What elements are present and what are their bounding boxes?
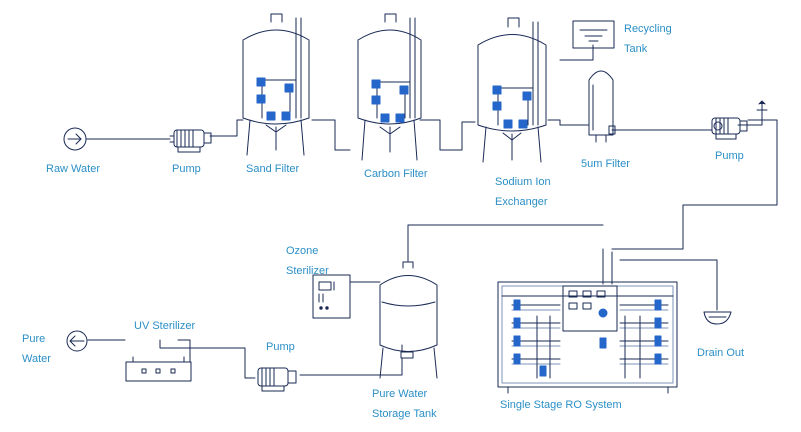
label-pure-water: Pure Water — [22, 333, 51, 365]
label-pure-water-storage-tank: Pure Water Storage Tank — [372, 388, 437, 420]
label-pump-3: Pump — [266, 341, 295, 353]
label-uv-sterilizer: UV Sterilizer — [134, 320, 196, 332]
label-sand-filter: Sand Filter — [246, 163, 300, 175]
pure-water-storage-tank-icon — [379, 261, 438, 379]
check-valve-icon — [756, 100, 768, 114]
label-recycling-tank: Recycling Tank — [624, 23, 672, 55]
label-ozone-sterilizer: Ozone Sterilizer — [286, 245, 329, 277]
ro-system-icon — [497, 248, 678, 394]
sodium-ion-exchanger-tank-icon — [477, 17, 547, 163]
uv-sterilizer-icon — [125, 356, 192, 382]
label-carbon-filter: Carbon Filter — [364, 168, 428, 180]
label-pump-1: Pump — [172, 163, 201, 175]
pump-3-icon — [257, 367, 297, 392]
label-sodium-ion-exchanger: Sodium Ion Exchanger — [495, 176, 551, 208]
carbon-filter-tank-icon — [357, 13, 422, 161]
pump-1-icon — [169, 129, 212, 153]
pure-water-outlet-icon — [66, 330, 88, 352]
label-pump-2: Pump — [715, 150, 744, 162]
raw-water-inlet-icon — [63, 127, 87, 151]
cartridge-filter-5um-icon — [588, 70, 616, 143]
recycling-tank-icon — [572, 20, 615, 49]
sand-filter-tank-icon — [242, 13, 310, 156]
pipework-upper — [85, 44, 778, 250]
drain-out-icon — [703, 311, 732, 325]
label-raw-water: Raw Water — [46, 163, 100, 175]
pump-2-icon — [711, 117, 748, 140]
label-ro-system: Single Stage RO System — [500, 399, 622, 411]
label-5um-filter: 5um Filter — [581, 158, 630, 170]
label-drain-out: Drain Out — [697, 347, 745, 359]
ozone-sterilizer-icon — [312, 274, 351, 319]
